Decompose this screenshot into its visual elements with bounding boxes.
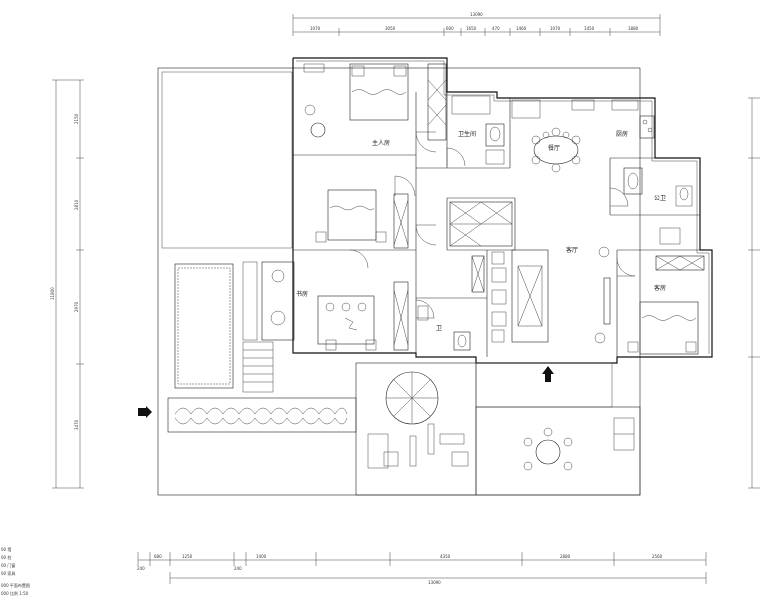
top-dimension-3: 600	[446, 26, 454, 31]
bottom-dimension-4: 240	[234, 566, 242, 571]
guest-bedroom	[627, 227, 705, 355]
closet-block	[449, 201, 513, 293]
kitchen	[611, 99, 655, 139]
left-dimension-3: 2970	[74, 301, 79, 312]
dining-area	[511, 99, 595, 173]
bottom-dimension-6: 4350	[440, 554, 451, 559]
left-total-dimension: 11800	[50, 287, 55, 300]
top-dimension-8: 1450	[584, 26, 595, 31]
bottom-dimension-line: 240 680 1250 240 1400 4350 2880 2560 130…	[137, 552, 707, 585]
legend-row-4: 00 家具	[1, 570, 15, 576]
bottom-dimension-1: 240	[137, 566, 145, 571]
room-label-bathroom-3: 卫	[436, 325, 442, 332]
bathroom-1	[451, 95, 505, 165]
room-label-kitchen: 厨房	[616, 130, 628, 138]
garden-paving	[167, 261, 357, 433]
door-swings	[349, 131, 636, 319]
right-dimension-line	[748, 97, 760, 489]
study-room	[261, 261, 409, 351]
living-room	[491, 246, 611, 344]
bathroom-2	[623, 167, 693, 207]
room-label-bathroom-1: 卫生间	[458, 130, 476, 138]
legend-row-1: 00 墙	[1, 546, 11, 552]
bottom-total-dimension: 13090	[428, 580, 441, 585]
bathroom-3	[417, 305, 471, 351]
room-label-guest-bedroom: 客房	[654, 284, 666, 292]
left-dimension-2: 2810	[74, 199, 79, 210]
top-total-dimension: 13090	[470, 12, 483, 17]
left-dimension-1: 2150	[74, 113, 79, 124]
right-terrace	[475, 362, 641, 496]
legend-row-2: 00 柱	[1, 554, 11, 560]
room-label-master-bedroom: 主人房	[372, 139, 390, 147]
second-bedroom	[315, 189, 409, 249]
top-dimension-2: 3050	[385, 26, 396, 31]
master-bedroom	[303, 63, 447, 141]
left-dimension-4: 3470	[74, 419, 79, 430]
room-label-bathroom-2: 公卫	[654, 195, 666, 202]
room-label-dining: 餐厅	[548, 144, 560, 152]
lower-terrace	[355, 362, 477, 496]
top-dimension-6: 1460	[516, 26, 527, 31]
entry-arrow-icon	[138, 406, 152, 418]
site-boundary	[157, 67, 641, 496]
legend-note-2: 000 比例 1:50	[1, 590, 29, 596]
legend-row-3: 00 门窗	[1, 562, 15, 568]
top-dimension-9: 1880	[628, 26, 639, 31]
entry-arrow-icon	[542, 366, 554, 382]
bottom-dimension-3: 1250	[182, 554, 193, 559]
top-dimension-4: 1650	[466, 26, 477, 31]
bottom-dimension-5: 1400	[256, 554, 267, 559]
bottom-dimension-8: 2560	[652, 554, 663, 559]
exterior-walls	[292, 57, 713, 364]
legend: 00 墙 00 柱 00 门窗 00 家具 000 平面布置图 000 比例 1…	[1, 546, 30, 596]
top-dimension-7: 1070	[550, 26, 561, 31]
top-dimension-1: 1070	[310, 26, 321, 31]
room-label-living: 客厅	[566, 246, 578, 254]
top-dimension-line: 13090 1070 3050 600 1650 470 1460 1070 1…	[292, 12, 661, 36]
left-dimension-line: 11800 2150 2810 2970 3470	[50, 79, 84, 489]
bottom-dimension-2: 680	[154, 554, 162, 559]
room-label-study: 书房	[296, 290, 308, 298]
legend-note-1: 000 平面布置图	[1, 582, 30, 588]
bottom-dimension-7: 2880	[560, 554, 571, 559]
top-dimension-5: 470	[492, 26, 500, 31]
